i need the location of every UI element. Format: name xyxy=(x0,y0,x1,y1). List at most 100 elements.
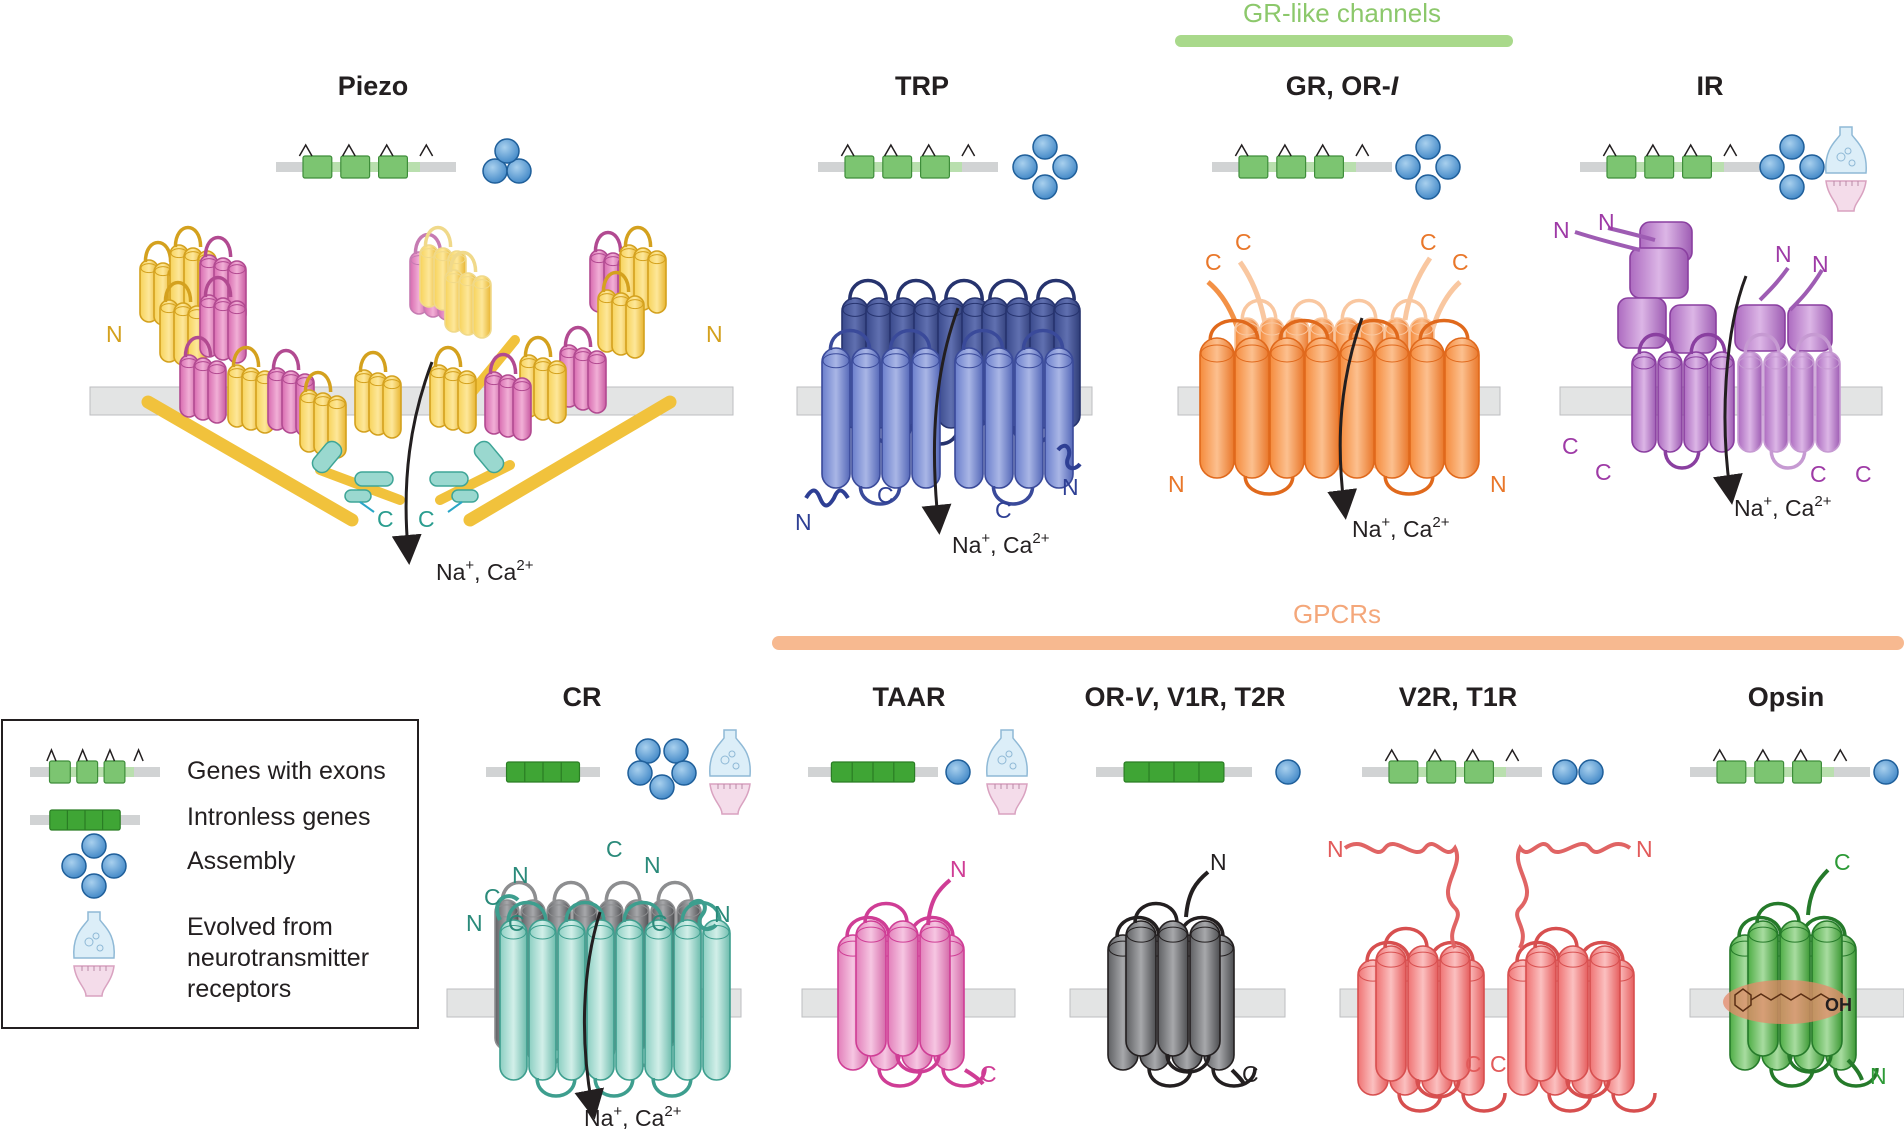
v2r-7tm-left xyxy=(1357,926,1507,1113)
v2r-7tm-right xyxy=(1507,926,1657,1113)
cr-title: CR xyxy=(563,682,602,712)
legend-evolved-icon xyxy=(73,911,115,997)
gr-structure: C C C C N N xyxy=(1168,229,1507,520)
ir-assembly-icon xyxy=(1759,134,1825,200)
cr-n4: N xyxy=(714,901,731,927)
trp-c-left: C xyxy=(877,482,894,508)
legend-exons-icon xyxy=(30,748,160,784)
ir-ion-label: Na+, Ca2+ xyxy=(1734,493,1832,521)
legend-evolved-line3: receptors xyxy=(187,975,291,1003)
legend-assembly-icon xyxy=(61,833,127,899)
orv-7tm xyxy=(1107,901,1257,1088)
legend-evolved-line2: neurotransmitter xyxy=(187,944,369,972)
taar-c: C xyxy=(980,1061,997,1087)
taar-assembly-icon xyxy=(945,759,971,785)
cr-c4: C xyxy=(651,910,668,936)
piezo-gene-icon xyxy=(276,143,456,179)
piezo-title: Piezo xyxy=(338,71,409,101)
trp-c-right: C xyxy=(995,497,1012,523)
retinal-oh-label: OH xyxy=(1825,995,1852,1015)
trp-ion-label: Na+, Ca2+ xyxy=(952,530,1050,558)
gr-c2: C xyxy=(1235,229,1252,255)
cr-assembly-icon xyxy=(627,738,697,800)
piezo-c-right: C xyxy=(418,506,435,532)
piezo-assembly-icon xyxy=(482,138,532,184)
ir-gene-icon xyxy=(1580,143,1760,179)
trp-structure: N C C N xyxy=(795,278,1082,535)
v2r-title: V2R, T1R xyxy=(1399,682,1518,712)
ir-structure: N N N N C C C C xyxy=(1553,209,1872,505)
taar-7tm xyxy=(837,901,987,1088)
v2r-c-left: C xyxy=(1465,1051,1482,1077)
cr-n2: N xyxy=(466,910,483,936)
taar-evolved-icon xyxy=(986,729,1028,815)
gpcr-category-bar xyxy=(772,636,1904,650)
cr-c2: C xyxy=(508,910,525,936)
piezo-n-right: N xyxy=(706,321,723,347)
orv-assembly-icon xyxy=(1275,759,1301,785)
taar-gene-icon xyxy=(808,761,938,783)
gr-c4: C xyxy=(1452,249,1469,275)
legend-intronless-icon xyxy=(30,809,140,831)
ir-c2: C xyxy=(1595,459,1612,485)
gr-like-category-bar xyxy=(1175,35,1513,47)
v2r-n-right: N xyxy=(1636,836,1653,862)
cr-c3: C xyxy=(606,836,623,862)
opsin-7tm xyxy=(1729,901,1879,1088)
ir-c1: C xyxy=(1562,433,1579,459)
gr-c1: C xyxy=(1205,249,1222,275)
v2r-gene-icon xyxy=(1362,748,1542,784)
ir-n3: N xyxy=(1775,241,1792,267)
gr-ion-label: Na+, Ca2+ xyxy=(1352,514,1450,542)
legend-exons-label: Genes with exons xyxy=(187,757,386,785)
cr-n1: N xyxy=(512,862,529,888)
opsin-gene-icon xyxy=(1690,748,1870,784)
legend-intronless-label: Intronless genes xyxy=(187,803,370,831)
v2r-n-left: N xyxy=(1327,836,1344,862)
gpcr-category-label: GPCRs xyxy=(1293,599,1381,629)
taar-n: N xyxy=(950,856,967,882)
ir-c4: C xyxy=(1855,461,1872,487)
ir-n1: N xyxy=(1553,217,1570,243)
gr-title: GR, OR-I xyxy=(1286,71,1399,101)
legend: Genes with exons Intronless genes Assemb… xyxy=(1,719,419,1029)
gene-icon-layer xyxy=(276,126,1899,815)
cr-c1: C xyxy=(484,884,501,910)
cr-n3: N xyxy=(644,852,661,878)
trp-n-left: N xyxy=(795,509,812,535)
trp-assembly-icon xyxy=(1012,134,1078,200)
gr-n-right: N xyxy=(1490,471,1507,497)
ir-c3: C xyxy=(1810,461,1827,487)
gr-c3: C xyxy=(1420,229,1437,255)
orv-title: OR-V, V1R, T2R xyxy=(1084,682,1285,712)
orv-gene-icon xyxy=(1096,761,1252,783)
ir-evolved-icon xyxy=(1825,126,1867,212)
gpcr-category: GPCRs xyxy=(772,599,1904,650)
taar-title: TAAR xyxy=(873,682,946,712)
legend-evolved-line1: Evolved from xyxy=(187,913,333,941)
piezo-n-left: N xyxy=(106,321,123,347)
v2r-c-right: C xyxy=(1490,1051,1507,1077)
cr-ion-label: Na+, Ca2+ xyxy=(584,1103,682,1131)
orv-n: N xyxy=(1210,849,1227,875)
opsin-title: Opsin xyxy=(1748,682,1825,712)
gr-like-category: GR-like channels xyxy=(1175,0,1513,47)
gr-assembly-icon xyxy=(1395,134,1461,200)
gr-n-left: N xyxy=(1168,471,1185,497)
gr-like-category-label: GR-like channels xyxy=(1243,0,1441,28)
piezo-structure: N N C C xyxy=(106,225,723,565)
orv-c: C xyxy=(1242,1061,1259,1087)
ir-n4: N xyxy=(1812,251,1829,277)
piezo-c-left: C xyxy=(377,506,394,532)
trp-n-right: N xyxy=(1062,474,1079,500)
opsin-n: N xyxy=(1870,1063,1887,1089)
retinal-chromophore: OH xyxy=(1723,980,1852,1024)
ir-title: IR xyxy=(1697,71,1724,101)
cr-structure: N C N C C N C N xyxy=(466,836,731,1120)
gpcr-structures xyxy=(837,841,1879,1113)
piezo-helices xyxy=(139,225,667,459)
ir-n2: N xyxy=(1598,209,1615,235)
opsin-c: C xyxy=(1834,849,1851,875)
cr-gene-icon xyxy=(486,761,600,783)
